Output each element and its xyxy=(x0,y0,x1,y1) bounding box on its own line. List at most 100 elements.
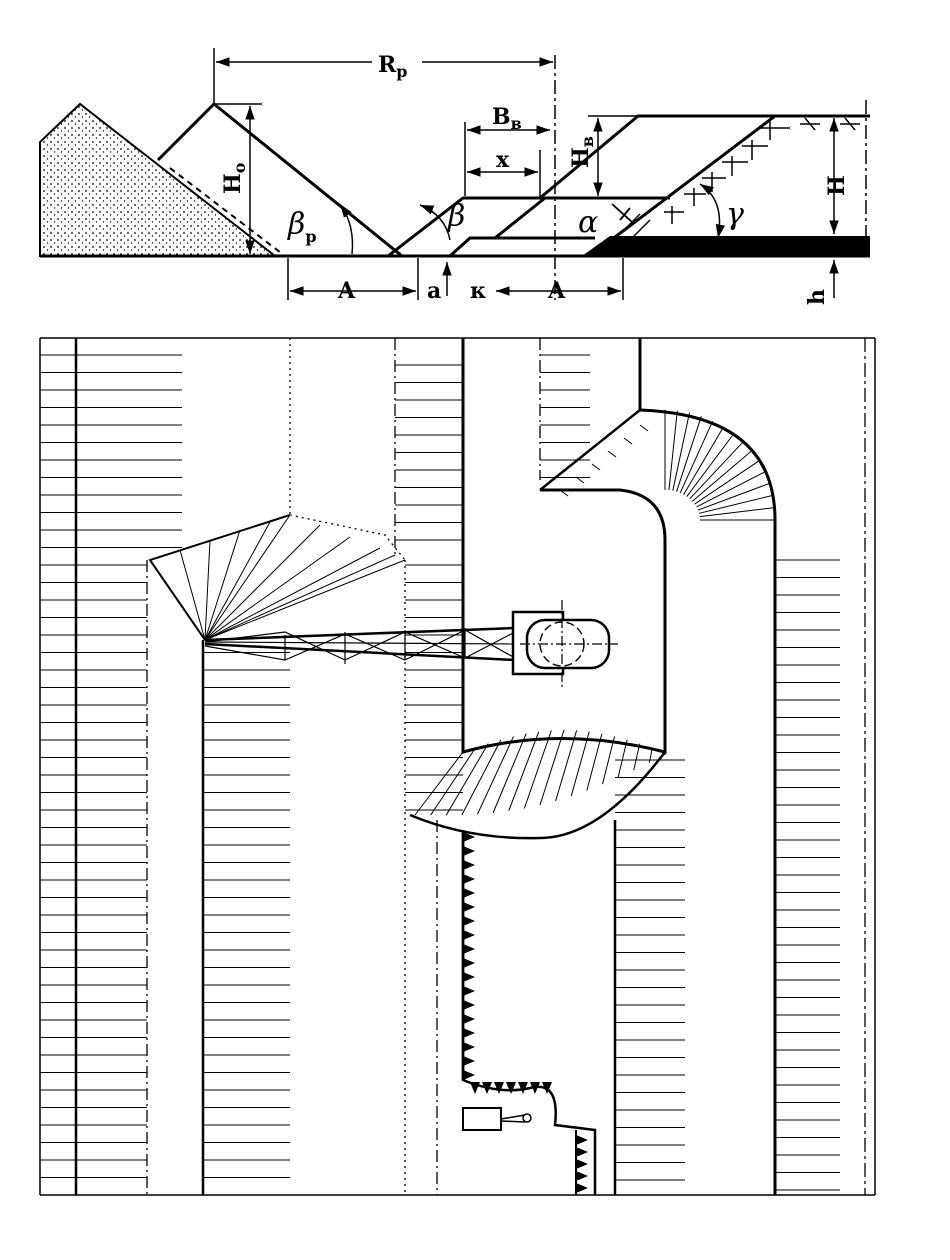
trench-tooth xyxy=(576,1171,588,1181)
angle-beta-r-arc xyxy=(339,203,354,255)
slope-ray xyxy=(523,730,552,809)
slope-ray xyxy=(617,739,628,778)
slope-ray xyxy=(623,437,633,445)
fan-ray xyxy=(204,554,396,641)
trench-tooth xyxy=(576,1159,588,1169)
stockpile-slope-dashed xyxy=(169,167,286,257)
slope-ray xyxy=(461,739,502,816)
label-a-left: A xyxy=(337,278,356,304)
trench-tooth xyxy=(463,902,475,912)
rock-hatching xyxy=(619,117,860,239)
trench-outline xyxy=(461,830,597,1195)
label-a-small: a xyxy=(427,278,441,304)
trench-tooth xyxy=(463,916,475,926)
fan-ray xyxy=(204,529,241,641)
slope-ray xyxy=(639,424,649,432)
label-x: x xyxy=(496,147,510,173)
label-ho: Hо xyxy=(220,162,249,194)
fan-ray xyxy=(204,559,406,641)
trench-teeth xyxy=(463,832,588,1193)
label-hv: Hв xyxy=(568,136,597,168)
label-beta: β xyxy=(447,199,465,234)
trench-tooth xyxy=(463,1000,475,1010)
slope-ray xyxy=(672,412,690,491)
trench-tooth xyxy=(463,986,475,996)
trench-tooth xyxy=(463,860,475,870)
trench-tooth xyxy=(463,1056,475,1066)
pit-bottom-arc-outer xyxy=(409,751,666,840)
slope-ray xyxy=(445,743,489,816)
slope-ray xyxy=(586,733,603,791)
cut-boundary-dotted xyxy=(289,514,406,561)
trench-tooth xyxy=(576,1183,588,1193)
fan-rays xyxy=(149,514,406,641)
angle-gamma-arc xyxy=(699,183,726,239)
slope-ray xyxy=(648,747,653,763)
pit-slope-radial-hatch xyxy=(559,410,775,521)
trench-tooth xyxy=(463,1014,475,1024)
trench-tooth xyxy=(463,832,475,842)
trench-tooth xyxy=(463,874,475,884)
trench-tooth xyxy=(482,1082,492,1094)
hatch-top-middle xyxy=(395,364,463,811)
fan-ray xyxy=(204,521,271,641)
slope-ray xyxy=(679,420,714,494)
slope-ray xyxy=(539,729,565,806)
slope-ray xyxy=(602,736,615,785)
slope-ray xyxy=(699,507,775,518)
angle-alpha-mark xyxy=(611,203,633,223)
trench-tooth xyxy=(576,1147,588,1157)
trench-tooth xyxy=(463,972,475,982)
trench-tooth xyxy=(463,888,475,898)
slope-ray xyxy=(699,495,773,514)
slope-ray xyxy=(508,731,540,812)
cross-section: Rр Hо βр β Bв x Hв α γ H h xyxy=(39,48,870,305)
slope-ray xyxy=(430,747,477,816)
label-h-big: H xyxy=(824,175,850,196)
excavator-body xyxy=(511,600,618,690)
fan-ray xyxy=(179,549,206,641)
trench-tooth xyxy=(463,1042,475,1052)
slope-ray xyxy=(689,441,744,500)
dragline-boom xyxy=(204,626,516,664)
angle-beta-arc xyxy=(419,204,451,241)
trench-tooth xyxy=(463,930,475,940)
slope-ray xyxy=(575,476,585,484)
label-k: к xyxy=(470,278,486,304)
label-bv: Bв xyxy=(492,104,522,133)
trench-tooth xyxy=(463,1028,475,1038)
trench-tooth xyxy=(463,944,475,954)
slope-ray xyxy=(683,426,724,495)
fan-ray xyxy=(204,536,351,641)
small-excavator xyxy=(462,1107,532,1131)
slope-ray xyxy=(591,463,601,471)
slope-ray xyxy=(692,451,752,502)
trench-tooth xyxy=(542,1082,552,1094)
slope-ray xyxy=(607,450,617,458)
label-h-small: h xyxy=(804,289,830,305)
trench-tooth xyxy=(506,1082,516,1094)
trench-tooth xyxy=(463,846,475,856)
right-bench-outline xyxy=(638,338,777,1195)
label-rp: Rр xyxy=(378,52,407,81)
stockpile-dumped-rock xyxy=(39,102,278,257)
fan-ray xyxy=(204,514,291,641)
slope-ray xyxy=(570,731,590,797)
trench-tooth xyxy=(576,1135,588,1145)
coal-seam xyxy=(638,236,870,256)
layer-inner xyxy=(448,236,595,258)
fan-ray xyxy=(149,559,206,641)
trench-tooth xyxy=(463,958,475,968)
plan-view xyxy=(39,337,876,1196)
fan-ray xyxy=(204,547,381,641)
excavation-fan xyxy=(150,515,405,640)
slope-ray xyxy=(477,736,514,815)
hatch-top-right xyxy=(540,354,590,478)
pit-bottom-radial-hatch xyxy=(414,729,666,816)
bench-slope-line xyxy=(539,409,641,491)
label-beta-r: βр xyxy=(287,207,317,246)
hatch-right-area xyxy=(615,559,840,1191)
slope-ray xyxy=(686,433,734,497)
slope-ray xyxy=(696,471,765,508)
